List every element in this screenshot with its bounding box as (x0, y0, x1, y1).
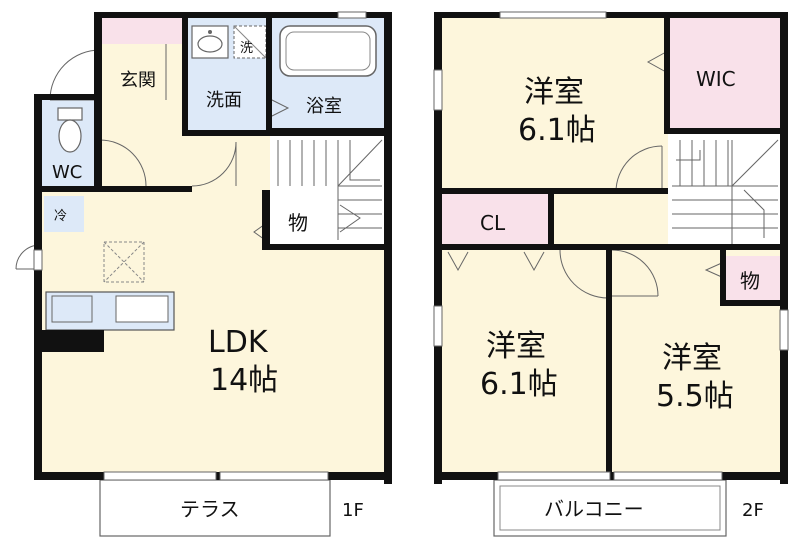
terrace-label: テラス (180, 497, 240, 521)
walls-2f (434, 12, 788, 484)
toilet (57, 107, 83, 153)
room-north-name-label: 洋室 (524, 75, 584, 110)
wc-label: WC (52, 162, 82, 183)
genkan-label: 玄関 (120, 70, 156, 91)
fridge-space (44, 196, 84, 232)
windows-1f (33, 11, 367, 481)
room-north-floor (440, 18, 668, 194)
balcony-outline (493, 479, 727, 537)
stairs-2f (672, 139, 779, 244)
senmen-label: 洗面 (206, 90, 242, 111)
washer-label: 洗 (240, 41, 253, 56)
hall-2f-floor (554, 194, 670, 246)
floor-2: 洋室 6.1帖 WIC CL 洋室 6.1帖 洋室 5.5帖 物 バルコニー 2… (433, 11, 789, 537)
wic-floor (668, 18, 782, 130)
storage-1f-label: 物 (288, 211, 308, 235)
cl-label: CL (480, 211, 506, 235)
room-sw-floor (440, 250, 608, 478)
terrace-outline (99, 479, 331, 537)
ceiling-hatch (103, 241, 145, 283)
windows-2f (433, 11, 789, 481)
genkan-tile (100, 18, 185, 44)
bath-label: 浴室 (306, 96, 342, 117)
room-sw-size-label: 6.1帖 (480, 367, 558, 402)
kitchen-wall-block (40, 330, 104, 352)
room-sw-name-label: 洋室 (486, 329, 546, 364)
ldk-name-label: LDK (208, 325, 269, 360)
floor-1-label: 1F (342, 500, 364, 521)
fridge-label: 冷 (54, 209, 67, 224)
storage-2f-floor (724, 256, 782, 302)
bathtub (279, 25, 377, 77)
ldk-size-label: 14帖 (210, 363, 278, 398)
floor-1: 玄関 洗面 洗 浴室 WC 冷 物 LDK 14帖 テラス 1F (15, 11, 392, 537)
stairs-1f (277, 139, 383, 240)
room-north-size-label: 6.1帖 (518, 113, 596, 148)
room-se-size-label: 5.5帖 (656, 379, 734, 414)
floor-2-label: 2F (742, 500, 764, 521)
cl-floor (440, 194, 554, 246)
door-swings-2f (447, 51, 725, 299)
room-se-name-label: 洋室 (662, 341, 722, 376)
wic-label: WIC (696, 67, 736, 91)
storage-2f-label: 物 (740, 269, 760, 293)
balcony-label: バルコニー (544, 497, 644, 521)
